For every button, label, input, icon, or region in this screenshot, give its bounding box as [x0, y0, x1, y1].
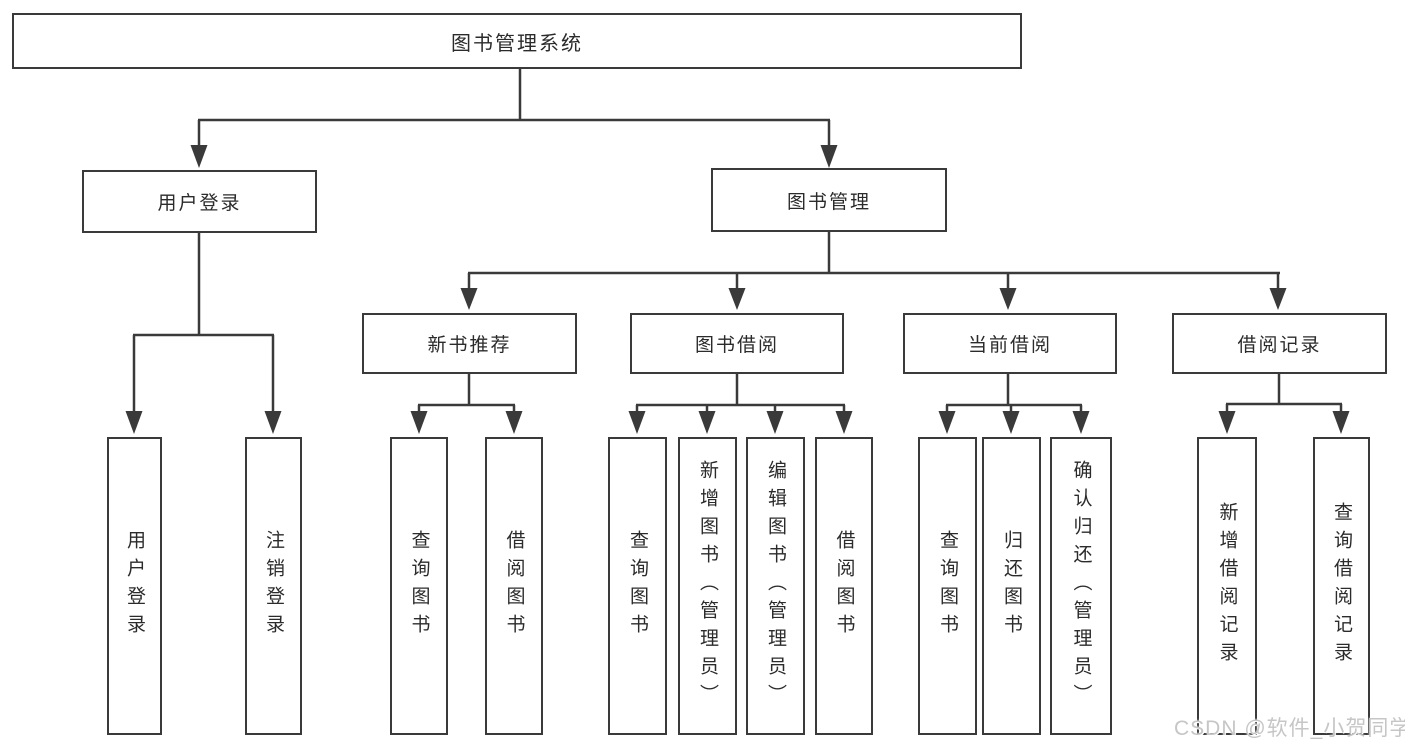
node-leaf-query-borrow-record: 查询借阅记录	[1313, 437, 1370, 735]
node-book-borrowing: 图书借阅	[630, 313, 844, 374]
node-leaf-query-books-recommend: 查询图书	[390, 437, 448, 735]
node-borrowing-records: 借阅记录	[1172, 313, 1387, 374]
node-leaf-borrow-books: 借阅图书	[815, 437, 873, 735]
node-leaf-return-books: 归还图书	[982, 437, 1041, 735]
node-leaf-logout: 注销登录	[245, 437, 302, 735]
node-leaf-user-login: 用户登录	[107, 437, 162, 735]
node-leaf-query-books-borrowing: 查询图书	[608, 437, 667, 735]
csdn-watermark: CSDN @软件_小贺同学	[1174, 717, 1405, 740]
node-leaf-edit-books-admin: 编辑图书（管理员）	[746, 437, 805, 735]
node-current-borrowing: 当前借阅	[903, 313, 1117, 374]
node-user-login-branch: 用户登录	[82, 170, 317, 233]
node-library-management-system: 图书管理系统	[12, 13, 1022, 69]
node-leaf-query-books-current: 查询图书	[918, 437, 977, 735]
node-leaf-confirm-return-admin: 确认归还（管理员）	[1050, 437, 1112, 735]
node-leaf-add-books-admin: 新增图书（管理员）	[678, 437, 737, 735]
node-leaf-add-borrow-record: 新增借阅记录	[1197, 437, 1257, 735]
node-new-book-recommend: 新书推荐	[362, 313, 577, 374]
node-leaf-borrow-books-recommend: 借阅图书	[485, 437, 543, 735]
node-book-management-branch: 图书管理	[711, 168, 947, 232]
